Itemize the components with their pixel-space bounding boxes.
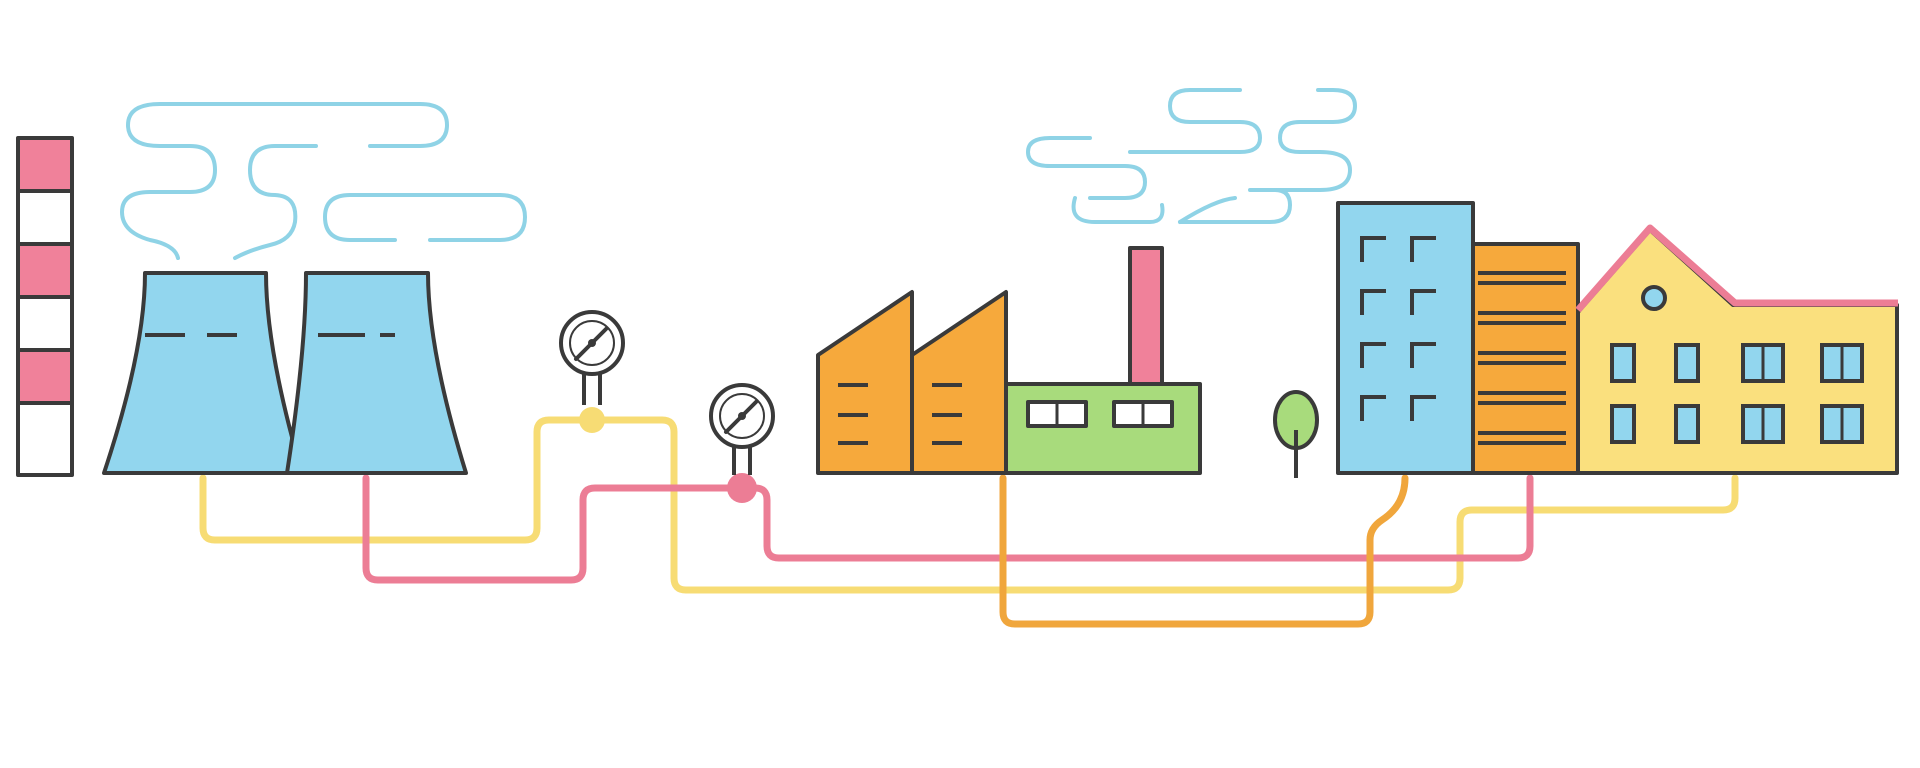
factory-chimney [1128,246,1164,386]
house-icon [1575,224,1899,475]
yellow-pipe-1 [199,416,1739,594]
gauge-icon [559,310,775,475]
office-tower [1336,201,1475,475]
pressure-gauge-1 [559,310,625,405]
orange-pipe [999,474,1409,628]
smoke-icon [119,102,528,260]
smoke-icon-2 [1025,88,1358,224]
apartment-block [1471,242,1580,475]
tree-icon [1273,390,1319,478]
cooling-tower-icon [102,271,468,475]
cooling-tower-left [102,271,304,475]
pressure-gauge-2 [709,383,775,475]
factory-shed-2 [910,290,1008,475]
yellow-pipe-junction [579,407,605,433]
pink-pipe-junction [727,473,757,503]
pipe-network [199,407,1739,628]
striped-chimney [16,136,74,477]
factory-icon [816,246,1202,475]
building-icon [1336,201,1475,475]
cooling-tower-right [285,271,468,475]
factory-shed-1 [816,290,914,475]
factory-hall [1004,382,1202,475]
pink-pipe [362,474,1534,584]
